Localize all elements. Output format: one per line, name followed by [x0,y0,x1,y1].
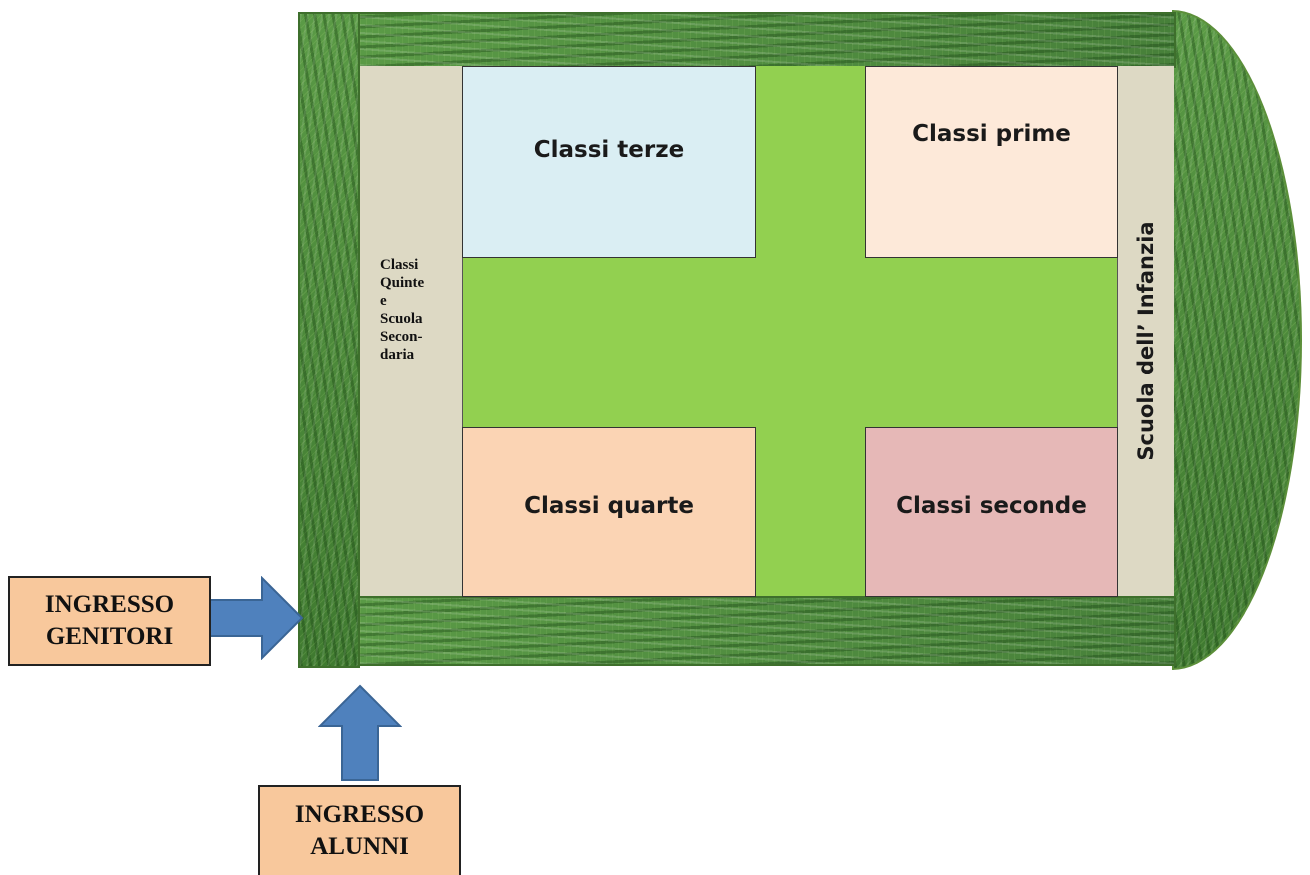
arrow-right-icon [210,576,304,660]
room-classi-quarte: Classi quarte [462,427,756,597]
right-grass-area [1172,10,1302,670]
entrance-parents-line: GENITORI [45,623,174,650]
left-building-line: daria [380,347,415,363]
left-building-label: Classi Quinte e Scuola Secon- daria [380,256,424,364]
entrance-students-line: ALUNNI [310,833,409,860]
room-classi-terze: Classi terze [462,66,756,258]
top-grass-strip [358,12,1176,68]
bottom-grass-strip [358,596,1176,666]
left-building: Classi Quinte e Scuola Secon- daria [360,66,463,596]
right-building-label: Scuola dell’ Infanzia [1134,221,1158,461]
left-building-line: Secon- [380,329,423,345]
room-label: Classi quarte [524,493,694,519]
entrance-students-line: INGRESSO [294,801,425,828]
left-building-line: Classi [380,257,419,273]
entrance-students-label: INGRESSO ALUNNI [258,785,461,875]
entrance-parents-label: INGRESSO GENITORI [8,576,211,666]
left-building-line: Quinte [380,275,425,291]
entrance-parents-line: INGRESSO [44,591,175,618]
right-building: Scuola dell’ Infanzia [1117,66,1174,596]
left-grass-strip [298,12,360,668]
left-building-line: e [380,293,387,309]
arrow-up-icon [318,684,402,781]
room-label: Classi seconde [896,493,1087,519]
room-label: Classi terze [533,137,685,163]
left-building-line: Scuola [380,311,423,327]
room-label: Classi prime [912,121,1071,147]
room-classi-seconde: Classi seconde [865,427,1118,597]
room-classi-prime: Classi prime [865,66,1118,258]
